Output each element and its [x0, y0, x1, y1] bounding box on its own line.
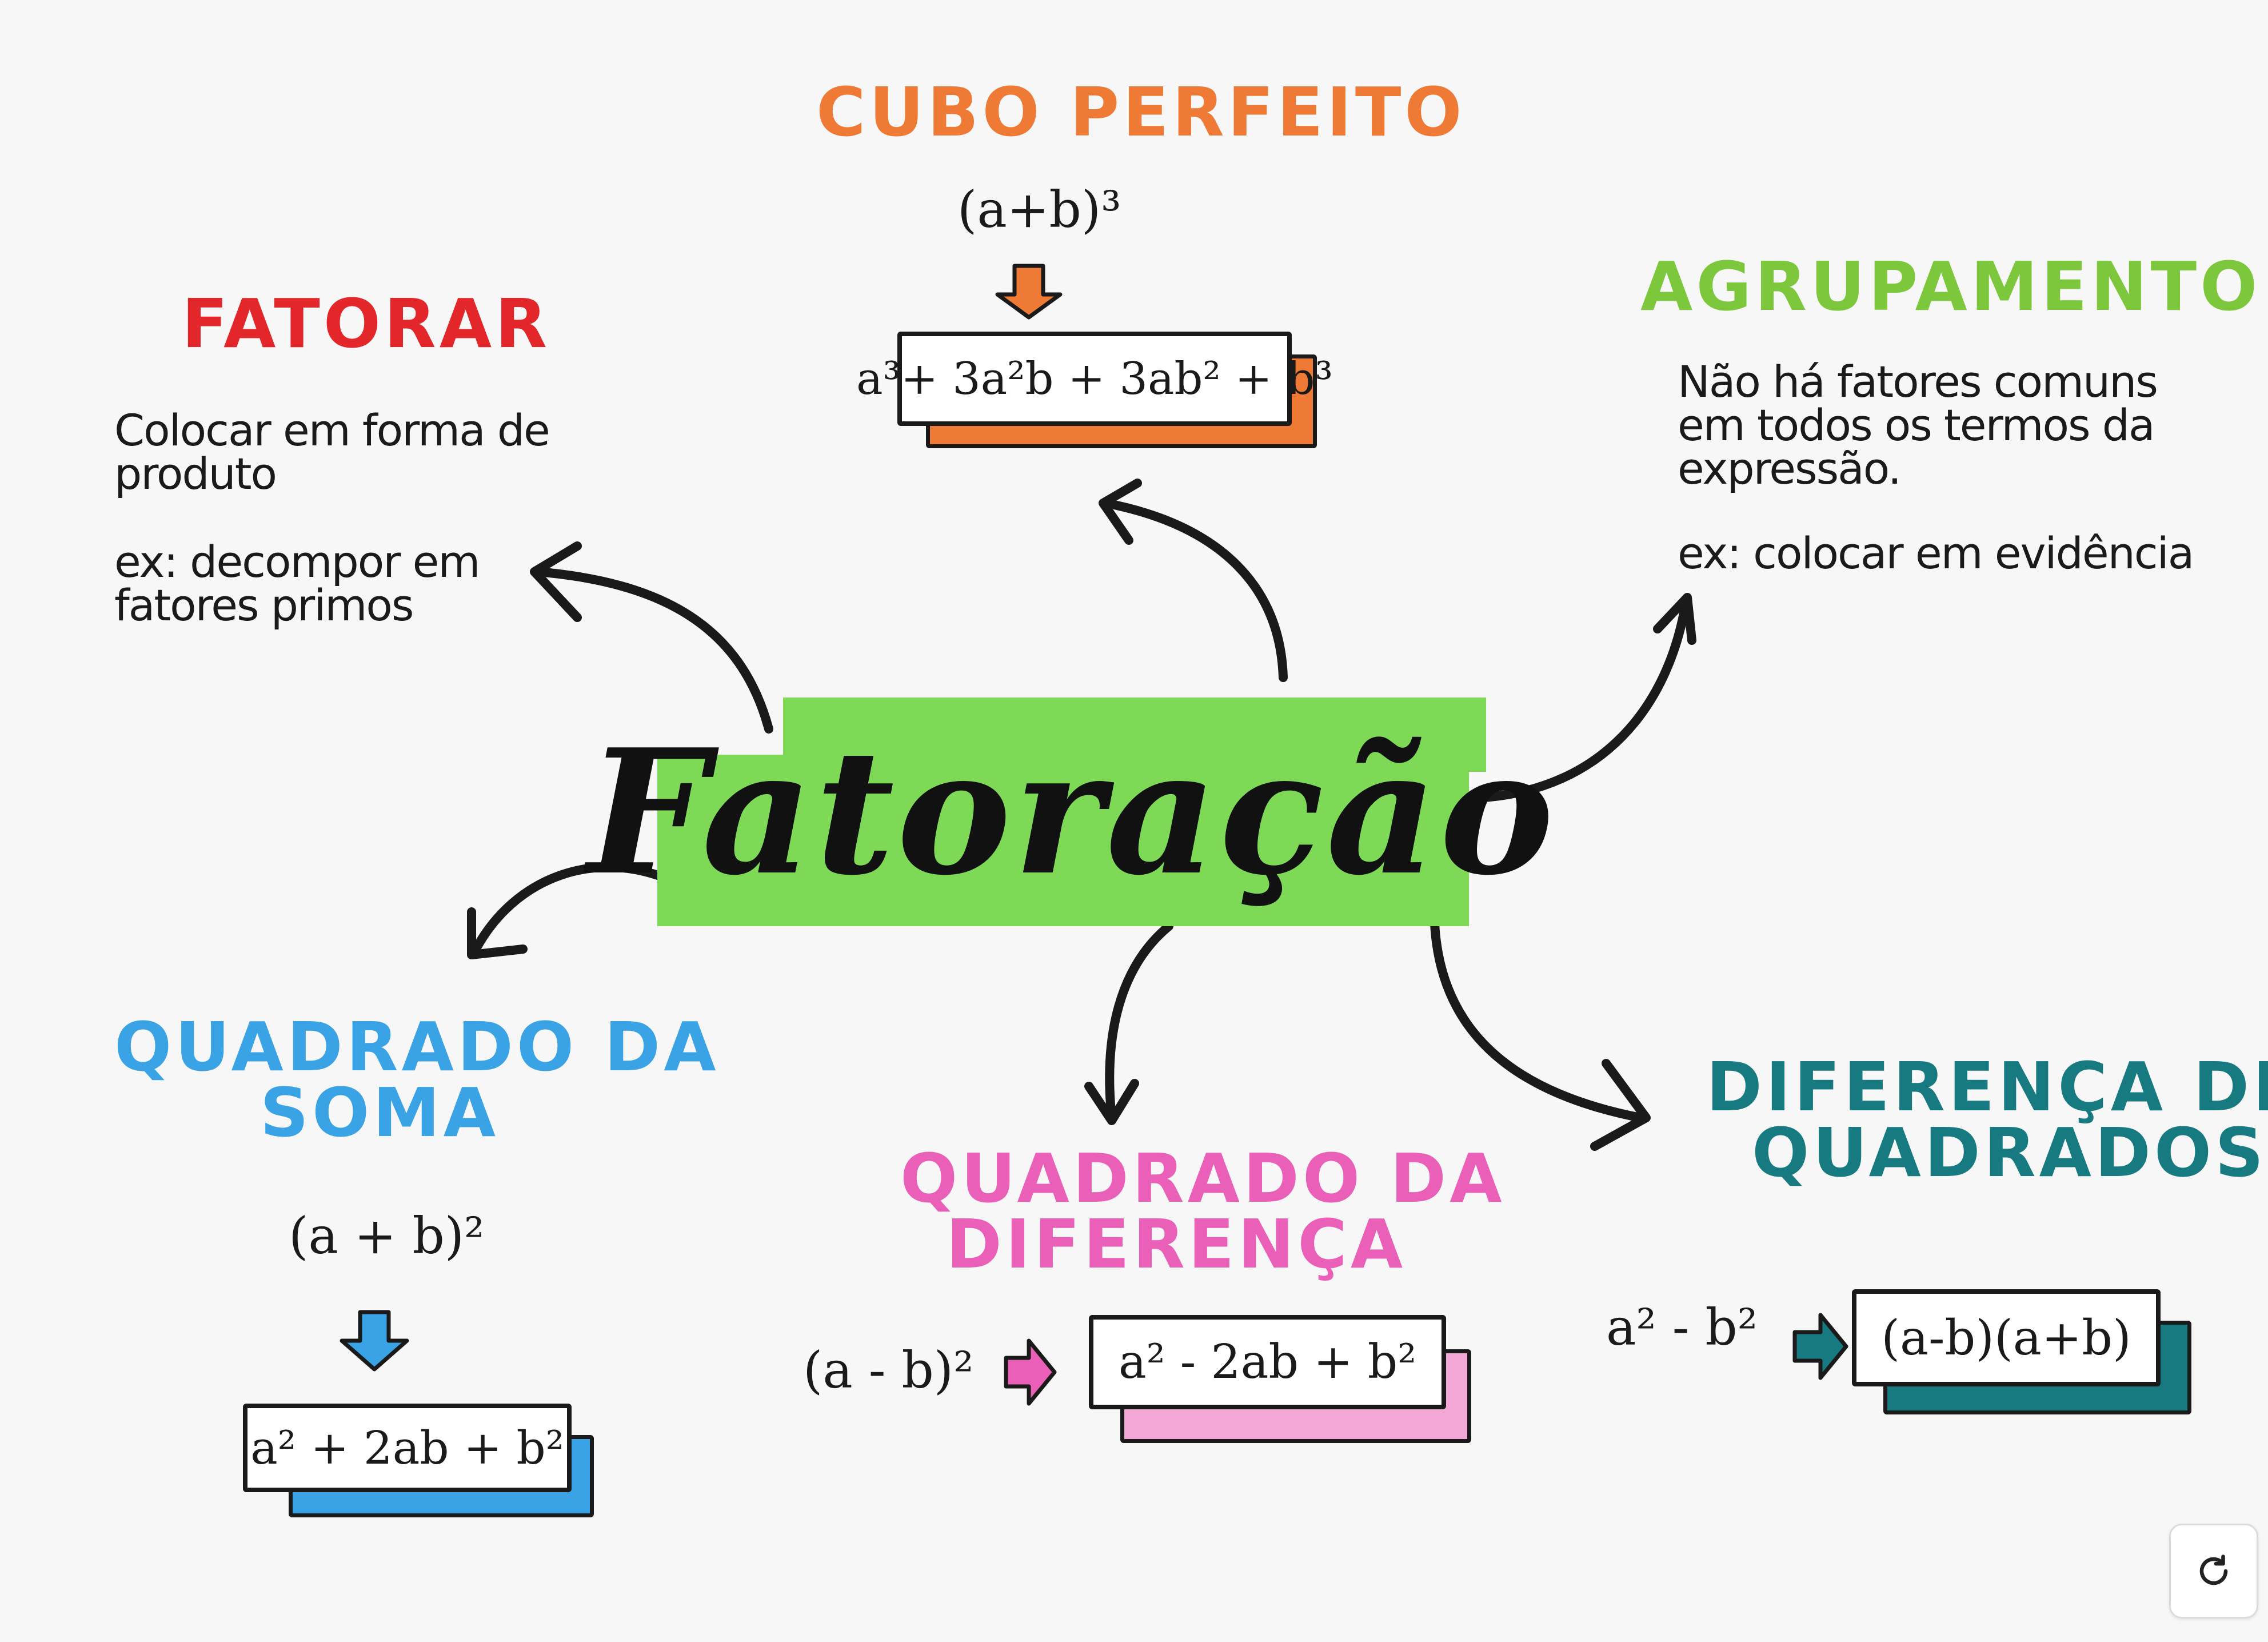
agrupamento-line-3: expressão. — [1678, 443, 1902, 494]
soma-expression: (a + b)² — [289, 1206, 485, 1265]
soma-down-arrow — [340, 1310, 409, 1372]
diferenca-expression: (a - b)² — [803, 1341, 974, 1400]
cubo-down-arrow — [995, 264, 1063, 320]
cubo-title: CUBO PERFEITO — [816, 73, 1466, 152]
diferenca-title-line-2: DIFERENÇA — [946, 1205, 1407, 1284]
agrupamento-example: ex: colocar em evidência — [1678, 528, 2194, 579]
arrow-to-fatorar — [533, 567, 773, 734]
arrow-head-fatorar — [530, 541, 582, 622]
dif-quadrados-title-line-2: QUADRADOS — [1752, 1113, 2267, 1192]
center-node: Fatoração — [587, 686, 1556, 926]
dif-quadrados-factored: (a-b)(a+b) — [1852, 1289, 2161, 1386]
diferenca-expansion: a² - 2ab + b² — [1089, 1315, 1446, 1409]
fatorar-definition-line-1: Colocar em forma de — [114, 405, 550, 456]
soma-title-line-2: SOMA — [260, 1073, 500, 1152]
soma-title-line-1: QUADRADO DA — [114, 1007, 720, 1086]
arrow-to-diferenca — [1105, 922, 1173, 1122]
soma-expansion-card: a² + 2ab + b² — [243, 1404, 609, 1529]
fatorar-example-line-2: fatores primos — [114, 580, 414, 631]
center-highlight-bottom — [657, 755, 1469, 926]
agrupamento-title: AGRUPAMENTO — [1640, 247, 2261, 326]
cubo-expansion-card: a³+ 3a²b + 3ab² + b³ — [856, 332, 1333, 457]
arrow-head-dif-quadrados — [1590, 1059, 1651, 1151]
dif-quadrados-right-arrow — [1792, 1313, 1848, 1380]
dif-quadrados-title-line-1: DIFERENÇA DE — [1706, 1047, 2268, 1126]
fatorar-title: FATORAR — [182, 284, 551, 363]
arrow-head-soma — [467, 907, 528, 959]
cubo-expansion: a³+ 3a²b + 3ab² + b³ — [856, 332, 1333, 426]
arrow-to-soma — [470, 862, 682, 956]
diferenca-right-arrow — [1004, 1338, 1057, 1406]
arrow-head-cubo — [1099, 479, 1142, 545]
cubo-expression: (a+b)³ — [957, 180, 1121, 239]
agrupamento-line-1: Não há fatores comuns — [1678, 356, 2158, 407]
arrow-head-agrupamento — [1653, 593, 1696, 645]
diferenca-expansion-card: a² - 2ab + b² — [1089, 1315, 1483, 1452]
dif-quadrados-factored-card: (a-b)(a+b) — [1852, 1289, 2195, 1426]
dif-quadrados-expression: a² - b² — [1606, 1298, 1758, 1357]
reset-icon — [2199, 1555, 2228, 1585]
reset-button[interactable] — [2169, 1524, 2258, 1619]
arrow-to-cubo — [1101, 499, 1288, 682]
soma-expansion: a² + 2ab + b² — [243, 1404, 572, 1492]
agrupamento-line-2: em todos os termos da — [1678, 400, 2155, 451]
center-title: Fatoração — [587, 711, 1556, 913]
fatorar-definition-line-2: produto — [114, 448, 277, 499]
arrow-to-dif-quadrados — [1430, 919, 1645, 1122]
diferenca-title-line-1: QUADRADO DA — [900, 1139, 1506, 1218]
arrow-head-diferenca — [1084, 1079, 1139, 1125]
arrow-to-agrupamento — [1479, 596, 1691, 802]
fatorar-example-line-1: ex: decompor em — [114, 536, 480, 587]
